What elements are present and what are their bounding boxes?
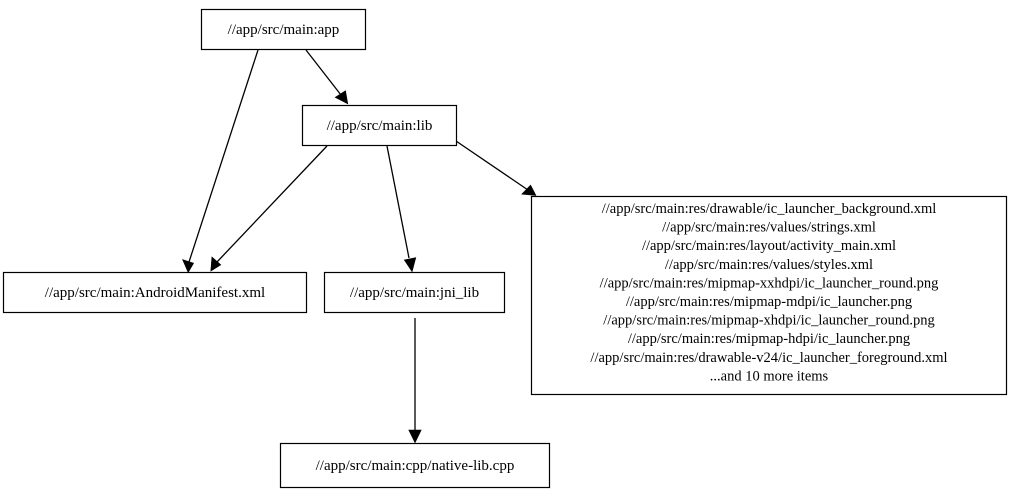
node-jni-lib-box[interactable]	[323, 271, 506, 314]
arrowhead-icon	[408, 429, 422, 444]
node-layer: //app/src/main:app //app/src/main:lib //…	[2, 8, 1008, 489]
node-resources-line: //app/src/main:res/values/strings.xml	[662, 220, 876, 236]
node-resources-line: //app/src/main:res/drawable-v24/ic_launc…	[590, 350, 947, 366]
edge-line	[188, 49, 259, 263]
node-resources-line: //app/src/main:res/layout/activity_main.…	[642, 238, 896, 254]
edge-lib-to-jni-lib	[386, 145, 417, 273]
edge-line	[455, 140, 529, 191]
arrowhead-icon	[403, 257, 417, 273]
arrowhead-icon	[521, 184, 537, 196]
node-android-manifest[interactable]: //app/src/main:AndroidManifest.xml	[2, 271, 308, 314]
edge-layer	[182, 49, 537, 444]
edge-line	[305, 49, 342, 96]
edge-app-to-lib	[305, 49, 349, 105]
node-resources-line: //app/src/main:res/mipmap-mdpi/ic_launch…	[626, 294, 912, 310]
node-native-lib-box[interactable]	[279, 442, 551, 489]
edge-line	[386, 145, 410, 259]
edge-lib-to-resources	[455, 140, 537, 196]
arrowhead-icon	[334, 90, 349, 105]
edge-lib-to-manifest	[210, 145, 328, 272]
node-resources-line: //app/src/main:res/mipmap-xxhdpi/ic_laun…	[600, 275, 939, 291]
node-lib-box[interactable]	[301, 104, 458, 147]
node-native-lib-label: //app/src/main:cpp/native-lib.cpp	[316, 458, 515, 474]
node-app-box[interactable]	[200, 8, 367, 51]
node-jni-lib[interactable]: //app/src/main:jni_lib	[323, 271, 506, 314]
edge-app-to-manifest	[182, 49, 259, 274]
node-resources-line: ...and 10 more items	[710, 368, 829, 384]
node-resources-line: //app/src/main:res/values/styles.xml	[665, 257, 873, 273]
node-lib[interactable]: //app/src/main:lib	[301, 104, 458, 147]
arrowhead-icon	[210, 256, 222, 272]
node-app[interactable]: //app/src/main:app	[200, 8, 367, 51]
node-resources-line: //app/src/main:res/mipmap-xhdpi/ic_launc…	[603, 313, 934, 329]
arrowhead-icon	[182, 259, 195, 274]
node-resources[interactable]: //app/src/main:res/drawable/ic_launcher_…	[530, 195, 1008, 396]
node-native-lib[interactable]: //app/src/main:cpp/native-lib.cpp	[279, 442, 551, 489]
edge-line	[216, 145, 328, 263]
node-lib-label: //app/src/main:lib	[327, 118, 433, 134]
node-resources-label: //app/src/main:res/drawable/ic_launcher_…	[590, 201, 947, 384]
node-resources-line: //app/src/main:res/mipmap-hdpi/ic_launch…	[628, 331, 910, 347]
node-android-manifest-label: //app/src/main:AndroidManifest.xml	[45, 285, 265, 301]
node-android-manifest-box[interactable]	[2, 271, 308, 314]
node-app-label: //app/src/main:app	[228, 22, 340, 38]
node-resources-box[interactable]	[530, 195, 1008, 396]
node-jni-lib-label: //app/src/main:jni_lib	[350, 285, 479, 301]
edge-jni-lib-to-native-lib	[408, 318, 422, 444]
node-resources-line: //app/src/main:res/drawable/ic_launcher_…	[602, 201, 937, 217]
